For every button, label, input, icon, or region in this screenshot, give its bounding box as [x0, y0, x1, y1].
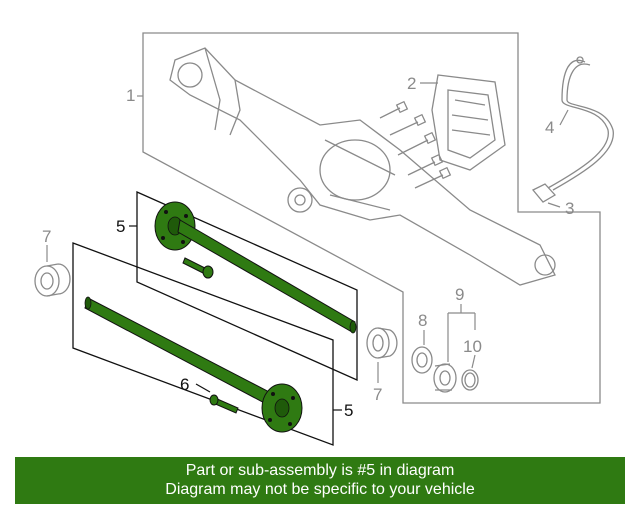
callout-7-left: 7: [42, 227, 51, 246]
callout-2: 2: [407, 74, 416, 93]
callout-8: 8: [418, 311, 427, 330]
axle-seal-left: [34, 263, 71, 297]
bearing-assembly: [433, 363, 457, 393]
axle-shaft-lower-group: [72, 242, 334, 446]
shaft-box-lower: [72, 242, 334, 446]
wheel-stud-upper: [182, 257, 206, 274]
banner-line-2: Diagram may not be specific to your vehi…: [165, 481, 475, 498]
retaining-ring: [461, 369, 479, 391]
callout-4: 4: [545, 118, 554, 137]
parts-diagram: 1 2 3 4 5 5 6 7 7 8 9 10: [34, 32, 614, 446]
shaft-box-upper: [136, 190, 358, 382]
vent-hose: [547, 56, 614, 191]
info-banner: Part or sub-assembly is #5 in diagram Di…: [15, 457, 625, 504]
axle-seal-right: [366, 327, 398, 359]
callout-9: 9: [455, 285, 464, 304]
axle-housing: [169, 47, 556, 286]
axle-shaft-upper-group: [136, 190, 358, 382]
callout-6: 6: [180, 375, 189, 394]
callout-3: 3: [565, 199, 574, 218]
axle-housing-group: [142, 32, 601, 404]
banner-line-1: Part or sub-assembly is #5 in diagram: [185, 462, 455, 479]
callout-7-right: 7: [373, 385, 382, 404]
wheel-bearing: [411, 346, 433, 374]
callout-1: 1: [126, 86, 135, 105]
callout-5-upper: 5: [116, 217, 125, 236]
differential-cover: [431, 74, 506, 171]
leader-lines: [46, 82, 569, 383]
cover-bolts: [379, 100, 452, 189]
housing-frame: [142, 32, 601, 404]
callout-10: 10: [463, 337, 482, 356]
vent-fitting: [531, 183, 557, 203]
callout-5-lower: 5: [344, 401, 353, 420]
